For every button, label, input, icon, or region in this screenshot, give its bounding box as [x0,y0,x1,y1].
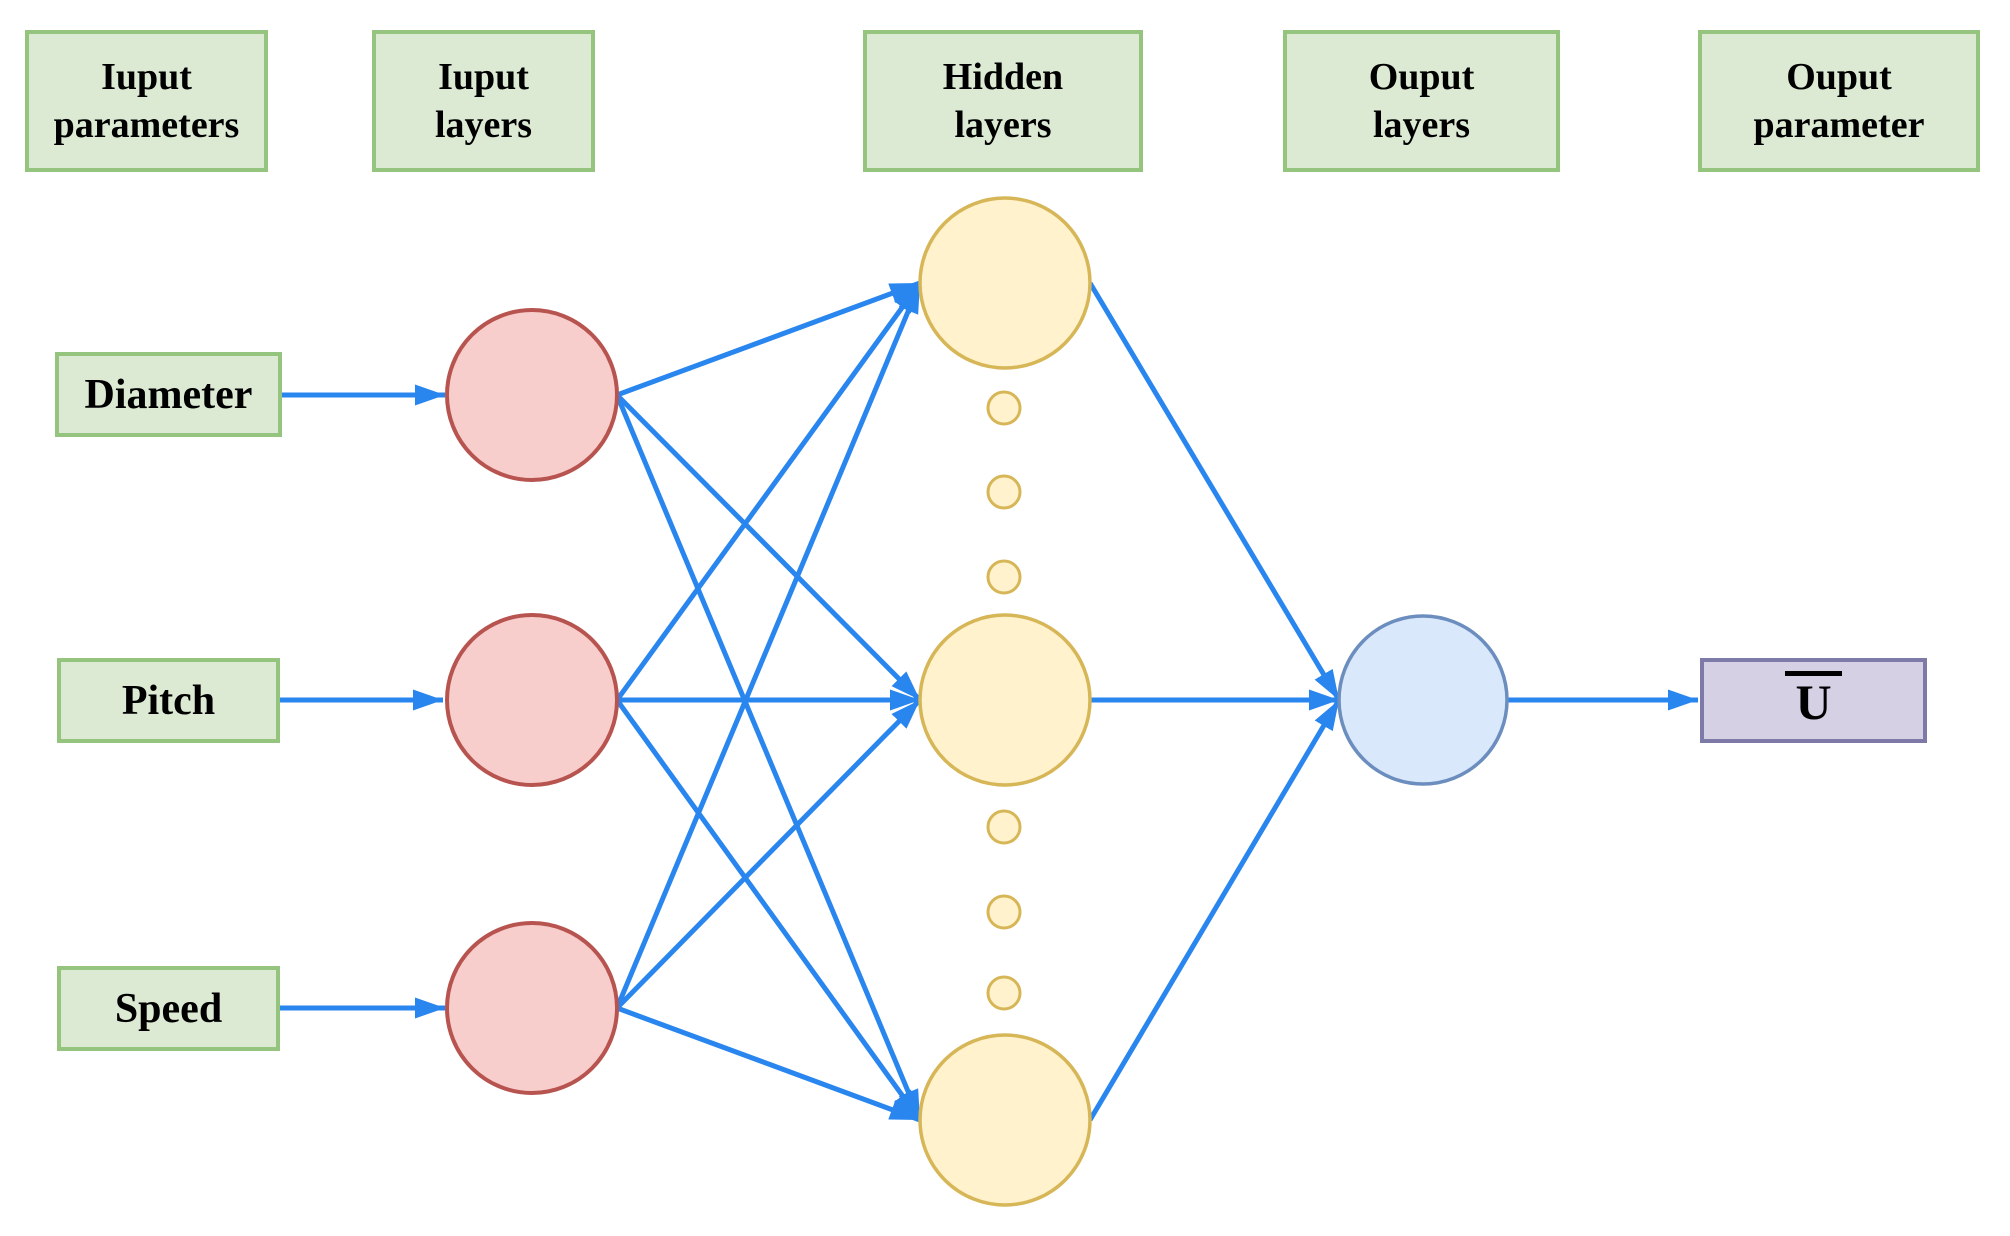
connector-input2-hidden3 [614,698,923,1122]
ellipsis-dot [986,809,1022,845]
connector-input1-hidden3 [614,394,923,1121]
input-neuron-2 [445,613,619,787]
ellipsis-dot [986,559,1022,595]
output-symbol-u-bar: U [1785,670,1842,731]
connector-input3-hidden3 [616,1005,921,1123]
ellipsis-dot [986,474,1022,510]
output-neuron [1337,614,1509,786]
ellipsis-dot [986,390,1022,426]
header-box-output-parameter: Ouput parameter [1698,30,1980,172]
header-box-output-layers: Ouput layers [1283,30,1560,172]
label-diameter: Diameter [84,371,253,418]
connector-hidden1-output [1087,281,1342,702]
header-box-input-parameters: Iuput parameters [25,30,268,172]
hidden-neuron-2 [918,613,1092,787]
header-line: Ouput [1786,56,1892,98]
header-line: Iuput [438,56,529,98]
header-line: Hidden [942,56,1064,98]
header-line: layers [434,104,533,146]
connector-hidden3-output [1087,698,1342,1122]
input-neuron-1 [445,308,619,482]
ellipsis-dot [986,894,1022,930]
label-box-pitch: Pitch [57,658,280,743]
ellipsis-dot [986,975,1022,1011]
label-box-speed: Speed [57,966,280,1051]
hidden-neuron-3 [918,1033,1092,1207]
connector-input1-hidden1 [616,280,921,398]
label-speed: Speed [114,985,223,1032]
header-line: Ouput [1368,56,1475,98]
header-box-hidden-layers: Hidden layers [863,30,1143,172]
label-pitch: Pitch [121,677,216,724]
header-box-input-layers: Iuput layers [372,30,595,172]
header-line: parameters [53,104,240,146]
output-value-box: U [1700,658,1927,743]
connector-input1-hidden2 [615,393,922,702]
header-line: parameter [1753,104,1925,146]
header-line: layers [1372,104,1471,146]
connector-input3-hidden2 [615,698,922,1010]
input-neuron-3 [445,921,619,1095]
header-line: layers [954,104,1052,146]
header-line: Iuput [101,56,192,98]
connector-input3-hidden1 [614,282,923,1009]
connector-input2-hidden1 [614,281,923,702]
hidden-neuron-1 [918,196,1092,370]
label-box-diameter: Diameter [55,352,282,437]
